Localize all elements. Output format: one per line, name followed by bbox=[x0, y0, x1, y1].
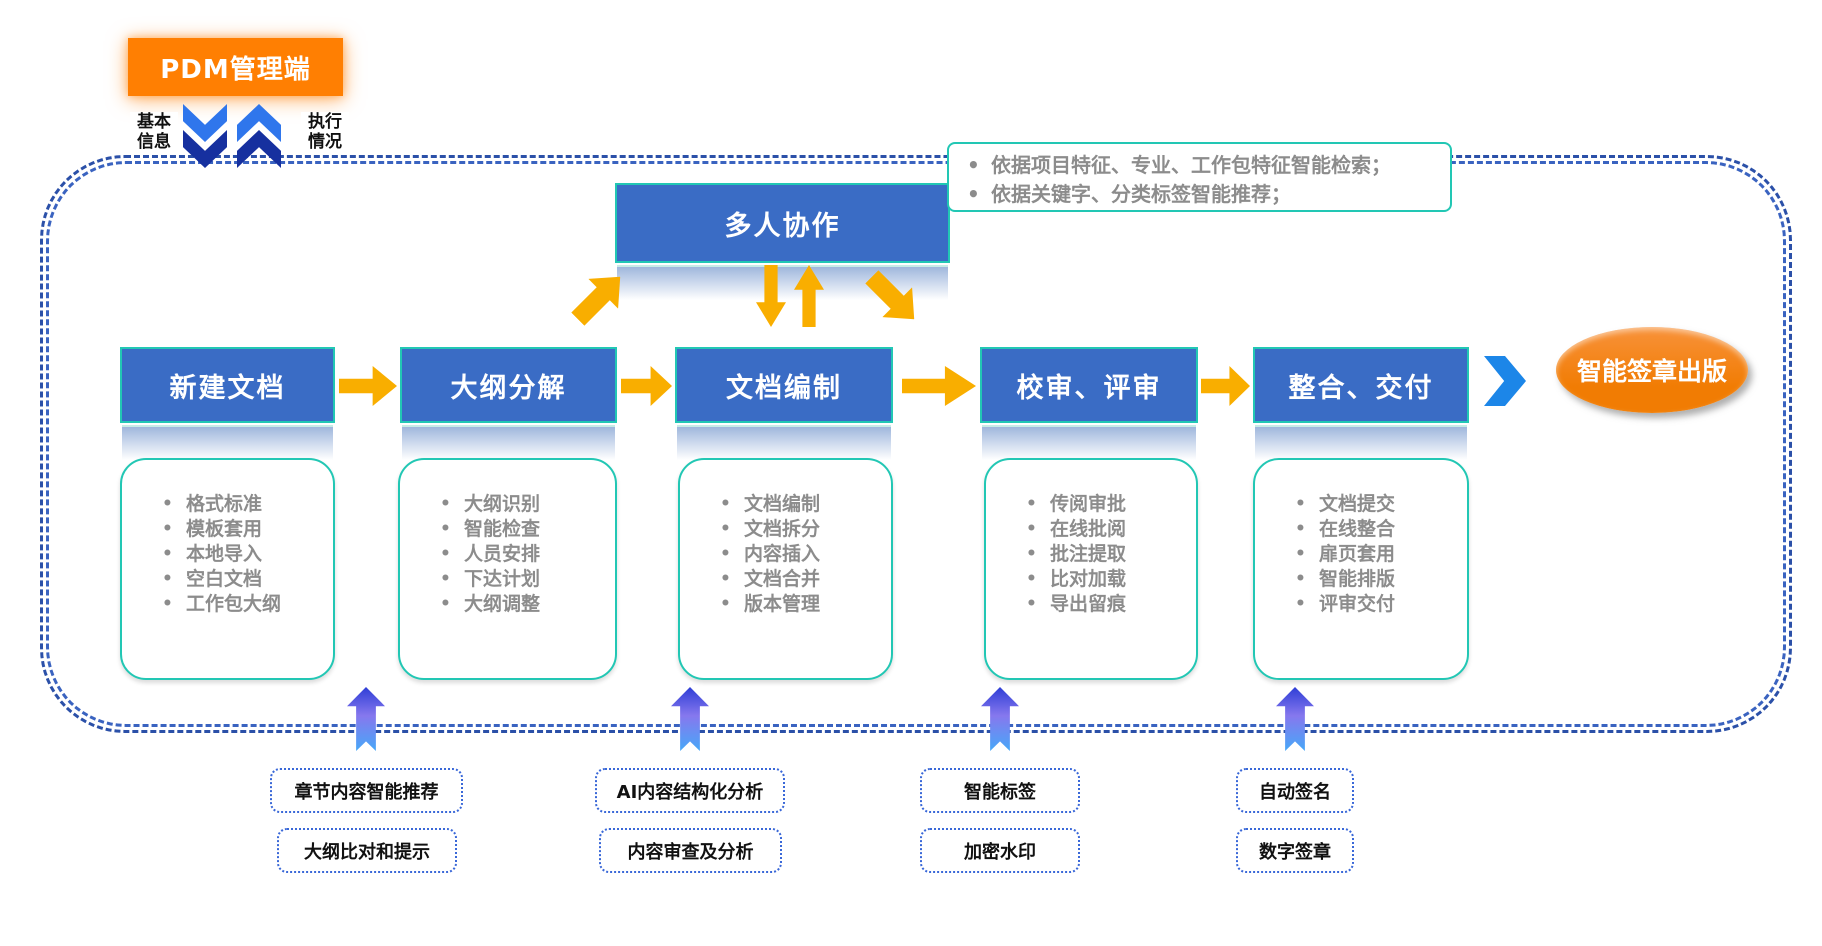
list-item: 内容插入 bbox=[720, 542, 885, 567]
stage-outline-split: 大纲分解 bbox=[400, 347, 617, 423]
stage-integrate: 整合、交付 bbox=[1253, 347, 1469, 423]
detail-box-outline-split: 大纲识别 智能检查 人员安排 下达计划 大纲调整 bbox=[398, 458, 617, 680]
list-item: 扉页套用 bbox=[1295, 542, 1461, 567]
stage-reflection bbox=[982, 425, 1196, 460]
list-item: 格式标准 bbox=[162, 492, 327, 517]
detail-box-doc-compile: 文档编制 文档拆分 内容插入 文档合并 版本管理 bbox=[678, 458, 893, 680]
detail-box-integrate: 文档提交 在线整合 扉页套用 智能排版 评审交付 bbox=[1253, 458, 1469, 680]
stage-doc-compile: 文档编制 bbox=[675, 347, 893, 423]
chevron-down-icon bbox=[183, 104, 227, 168]
note-item: 依据项目特征、专业、工作包特征智能检索； bbox=[967, 151, 1450, 180]
smart-search-note: 依据项目特征、专业、工作包特征智能检索； 依据关键字、分类标签智能推荐； bbox=[947, 142, 1452, 212]
list-item: 文档合并 bbox=[720, 567, 885, 592]
feature-auto-sign: 自动签名 bbox=[1236, 768, 1354, 813]
list-item: 文档编制 bbox=[720, 492, 885, 517]
list-item: 大纲识别 bbox=[440, 492, 609, 517]
feature-digital-seal: 数字签章 bbox=[1236, 828, 1354, 873]
chevron-up-icon bbox=[237, 104, 281, 168]
stage-new-document: 新建文档 bbox=[120, 347, 335, 423]
stage-reflection bbox=[677, 425, 891, 460]
list-item: 人员安排 bbox=[440, 542, 609, 567]
collaboration-box: 多人协作 bbox=[615, 183, 950, 263]
workflow-frame bbox=[40, 155, 1792, 733]
list-item: 传阅审批 bbox=[1026, 492, 1190, 517]
stage-reflection bbox=[402, 425, 615, 460]
list-item: 文档提交 bbox=[1295, 492, 1461, 517]
list-item: 大纲调整 bbox=[440, 592, 609, 617]
execution-status-label: 执行 情况 bbox=[301, 112, 349, 152]
list-item: 工作包大纲 bbox=[162, 592, 327, 617]
basic-info-label: 基本 信息 bbox=[130, 112, 178, 152]
feature-watermark: 加密水印 bbox=[920, 828, 1080, 873]
stage-reflection bbox=[122, 425, 333, 460]
list-item: 批注提取 bbox=[1026, 542, 1190, 567]
feature-outline-compare: 大纲比对和提示 bbox=[277, 828, 457, 873]
list-item: 智能检查 bbox=[440, 517, 609, 542]
list-item: 在线整合 bbox=[1295, 517, 1461, 542]
list-item: 下达计划 bbox=[440, 567, 609, 592]
feature-chapter-recommend: 章节内容智能推荐 bbox=[270, 768, 463, 813]
list-item: 导出留痕 bbox=[1026, 592, 1190, 617]
list-item: 比对加载 bbox=[1026, 567, 1190, 592]
detail-box-new-document: 格式标准 模板套用 本地导入 空白文档 工作包大纲 bbox=[120, 458, 335, 680]
list-item: 智能排版 bbox=[1295, 567, 1461, 592]
workflow-frame-inner bbox=[46, 161, 1786, 727]
list-item: 本地导入 bbox=[162, 542, 327, 567]
list-item: 版本管理 bbox=[720, 592, 885, 617]
feature-ai-structure: AI内容结构化分析 bbox=[595, 768, 785, 813]
list-item: 空白文档 bbox=[162, 567, 327, 592]
note-item: 依据关键字、分类标签智能推荐； bbox=[967, 180, 1450, 209]
detail-box-review: 传阅审批 在线批阅 批注提取 比对加载 导出留痕 bbox=[984, 458, 1198, 680]
feature-smart-tag: 智能标签 bbox=[920, 768, 1080, 813]
stage-review: 校审、评审 bbox=[980, 347, 1198, 423]
pdm-manager-box: PDM管理端 bbox=[128, 38, 343, 96]
list-item: 评审交付 bbox=[1295, 592, 1461, 617]
stage-reflection bbox=[1255, 425, 1467, 460]
list-item: 在线批阅 bbox=[1026, 517, 1190, 542]
feature-content-review: 内容审查及分析 bbox=[599, 828, 782, 873]
list-item: 文档拆分 bbox=[720, 517, 885, 542]
smart-signature-publish: 智能签章出版 bbox=[1556, 327, 1748, 413]
list-item: 模板套用 bbox=[162, 517, 327, 542]
